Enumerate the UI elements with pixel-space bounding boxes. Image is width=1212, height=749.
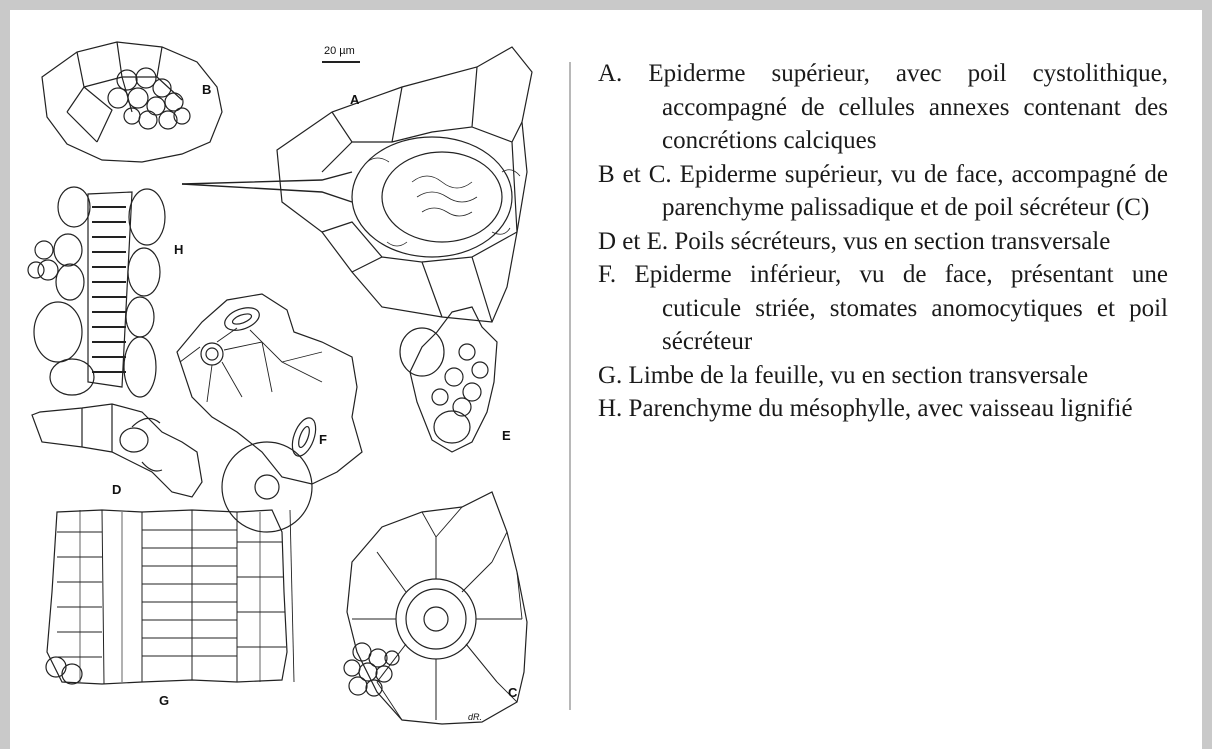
panel-a-drawing: A: [182, 47, 532, 322]
panel-h-drawing: H: [28, 187, 183, 397]
panel-g-drawing: G: [46, 510, 294, 708]
legend-item-f: F. Epiderme inférieur, vu de face, prése…: [598, 258, 1168, 359]
legend-item-b-c: B et C. Epiderme supérieur, vu de face, …: [598, 158, 1168, 225]
panel-c-drawing: C dR.: [344, 492, 527, 724]
divider-line: [569, 62, 571, 710]
legend-item-d-e: D et E. Poils sécréteurs, vus en section…: [598, 225, 1168, 259]
svg-text:dR.: dR.: [468, 712, 482, 722]
legend: A. Epiderme supérieur, avec poil cystoli…: [598, 57, 1168, 426]
panel-f-drawing: F: [177, 294, 362, 532]
scale-bar: 20 µm: [322, 45, 360, 62]
botanical-plate: 20 µm B A: [22, 32, 554, 732]
panel-b-drawing: B: [42, 42, 222, 162]
svg-text:A: A: [350, 92, 360, 107]
legend-item-h: H. Parenchyme du mésophylle, avec vaisse…: [598, 392, 1168, 426]
svg-text:C: C: [508, 685, 518, 700]
panel-d-drawing: D: [32, 404, 202, 497]
svg-text:B: B: [202, 82, 211, 97]
legend-item-g: G. Limbe de la feuille, vu en section tr…: [598, 359, 1168, 393]
svg-text:F: F: [319, 432, 327, 447]
svg-text:H: H: [174, 242, 183, 257]
svg-text:D: D: [112, 482, 121, 497]
legend-item-a: A. Epiderme supérieur, avec poil cystoli…: [598, 57, 1168, 158]
svg-text:E: E: [502, 428, 511, 443]
svg-text:20 µm: 20 µm: [324, 45, 355, 57]
svg-text:G: G: [159, 693, 169, 708]
panel-e-drawing: E: [400, 307, 511, 452]
